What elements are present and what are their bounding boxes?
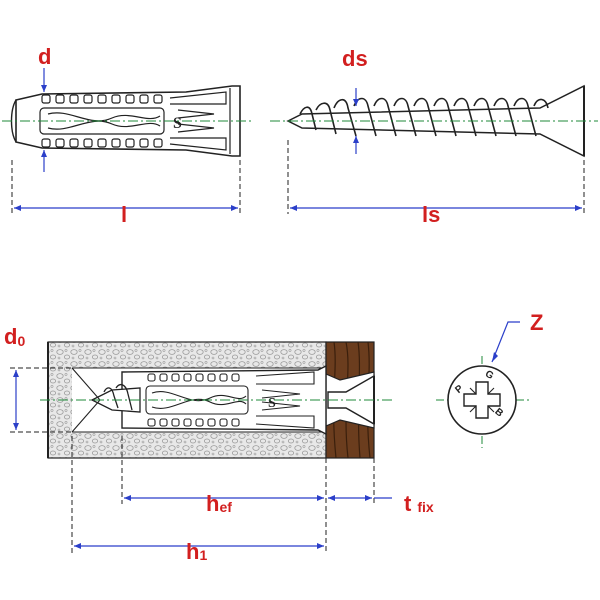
dim-h1: h1 xyxy=(71,436,324,564)
label-tfix-main: t xyxy=(404,491,412,516)
label-z: Z xyxy=(530,310,543,335)
dim-l: l xyxy=(11,160,241,227)
installed-dowel-mark: S xyxy=(268,396,276,411)
label-tfix-sub: fix xyxy=(417,499,434,515)
label-hef-main: h xyxy=(206,491,219,516)
label-d: d xyxy=(38,44,51,69)
svg-text:h1: h1 xyxy=(186,539,207,564)
label-l: l xyxy=(121,202,127,227)
dim-d0: d0 xyxy=(4,324,72,433)
label-ls: ls xyxy=(422,202,440,227)
label-d0-main: d xyxy=(4,324,17,349)
dim-d: d xyxy=(38,44,51,172)
dim-ds: ds xyxy=(342,46,368,154)
label-d0-sub: 0 xyxy=(17,333,25,349)
svg-text:hef: hef xyxy=(206,491,232,516)
label-hef-sub: ef xyxy=(219,499,232,515)
dowel-mark-text: S xyxy=(173,115,182,132)
pozidriv-head: P G B Z xyxy=(436,310,543,448)
dim-ls: ls xyxy=(287,140,585,227)
label-h1-sub: 1 xyxy=(199,547,207,563)
label-ds: ds xyxy=(342,46,368,71)
svg-text:d0: d0 xyxy=(4,324,25,349)
label-h1-main: h xyxy=(186,539,199,564)
